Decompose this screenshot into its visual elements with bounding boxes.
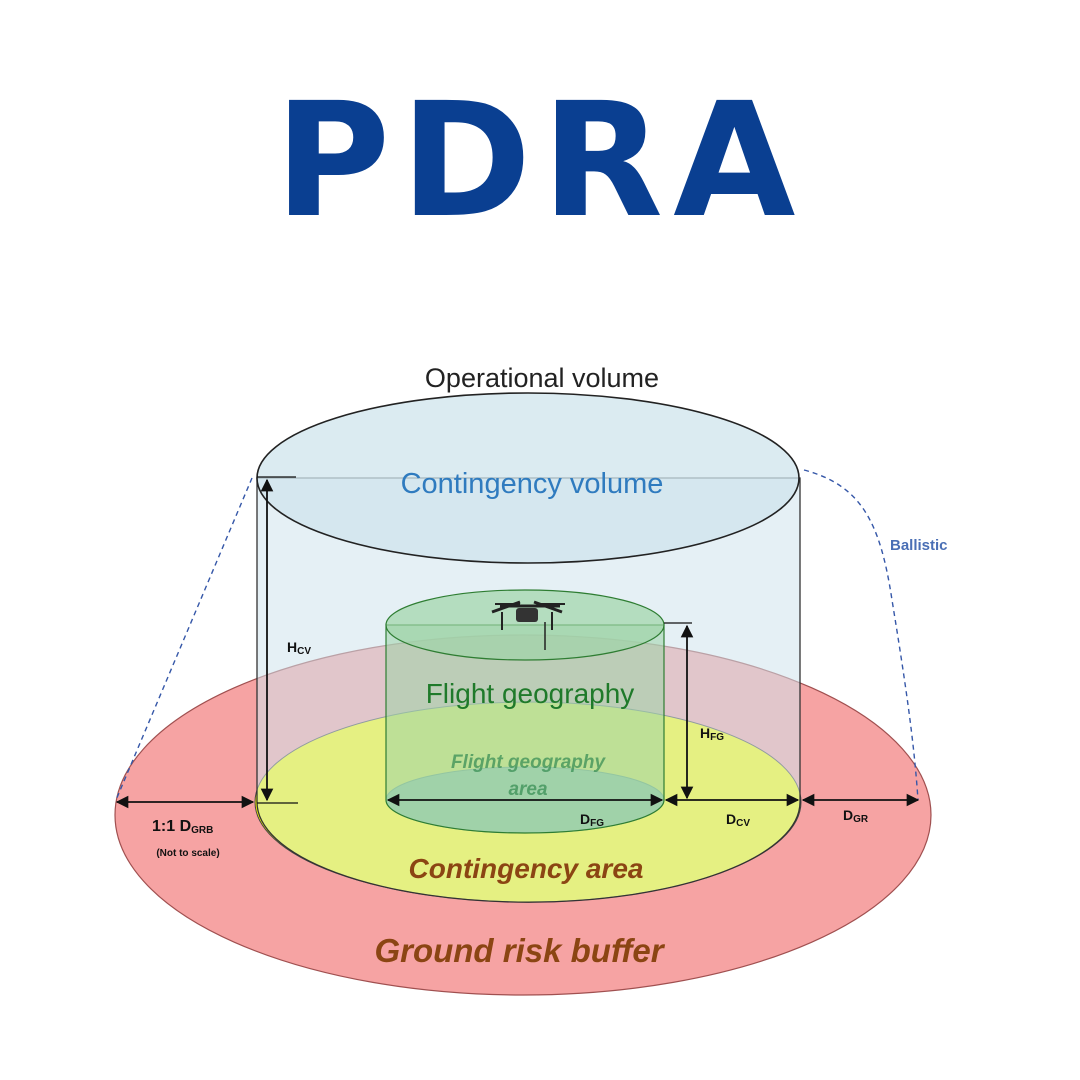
contingency-volume-top (256, 392, 800, 564)
flight-geography-label: Flight geography (426, 678, 635, 709)
contingency-area-label: Contingency area (409, 853, 644, 884)
flight-geography-volume-body (385, 624, 665, 834)
page-title: PDRA (274, 69, 806, 253)
not-to-scale-label: (Not to scale) (156, 848, 219, 859)
ballistic-curve-line (803, 469, 919, 801)
drone-icon (491, 600, 565, 650)
h-fg-label: HFG (700, 725, 724, 743)
d-grb-label: 1:1 DGRB (152, 818, 213, 836)
operational-volume-label: Operational volume (425, 363, 659, 393)
d-gr-label: DGR (843, 807, 869, 825)
flight-geography-area-label-1: Flight geography (451, 752, 607, 773)
contingency-volume-label: Contingency volume (401, 468, 664, 500)
ballistic-label: Ballistic (890, 537, 948, 554)
flight-geography-volume-top (385, 589, 665, 661)
d-fg-label: DFG (580, 811, 604, 829)
flight-geography-area-label-2: area (508, 779, 548, 800)
h-cv-label: HCV (287, 639, 311, 657)
d-cv-label: DCV (726, 811, 750, 829)
one-to-one-line (115, 477, 253, 801)
ground-risk-buffer-label: Ground risk buffer (374, 932, 665, 969)
